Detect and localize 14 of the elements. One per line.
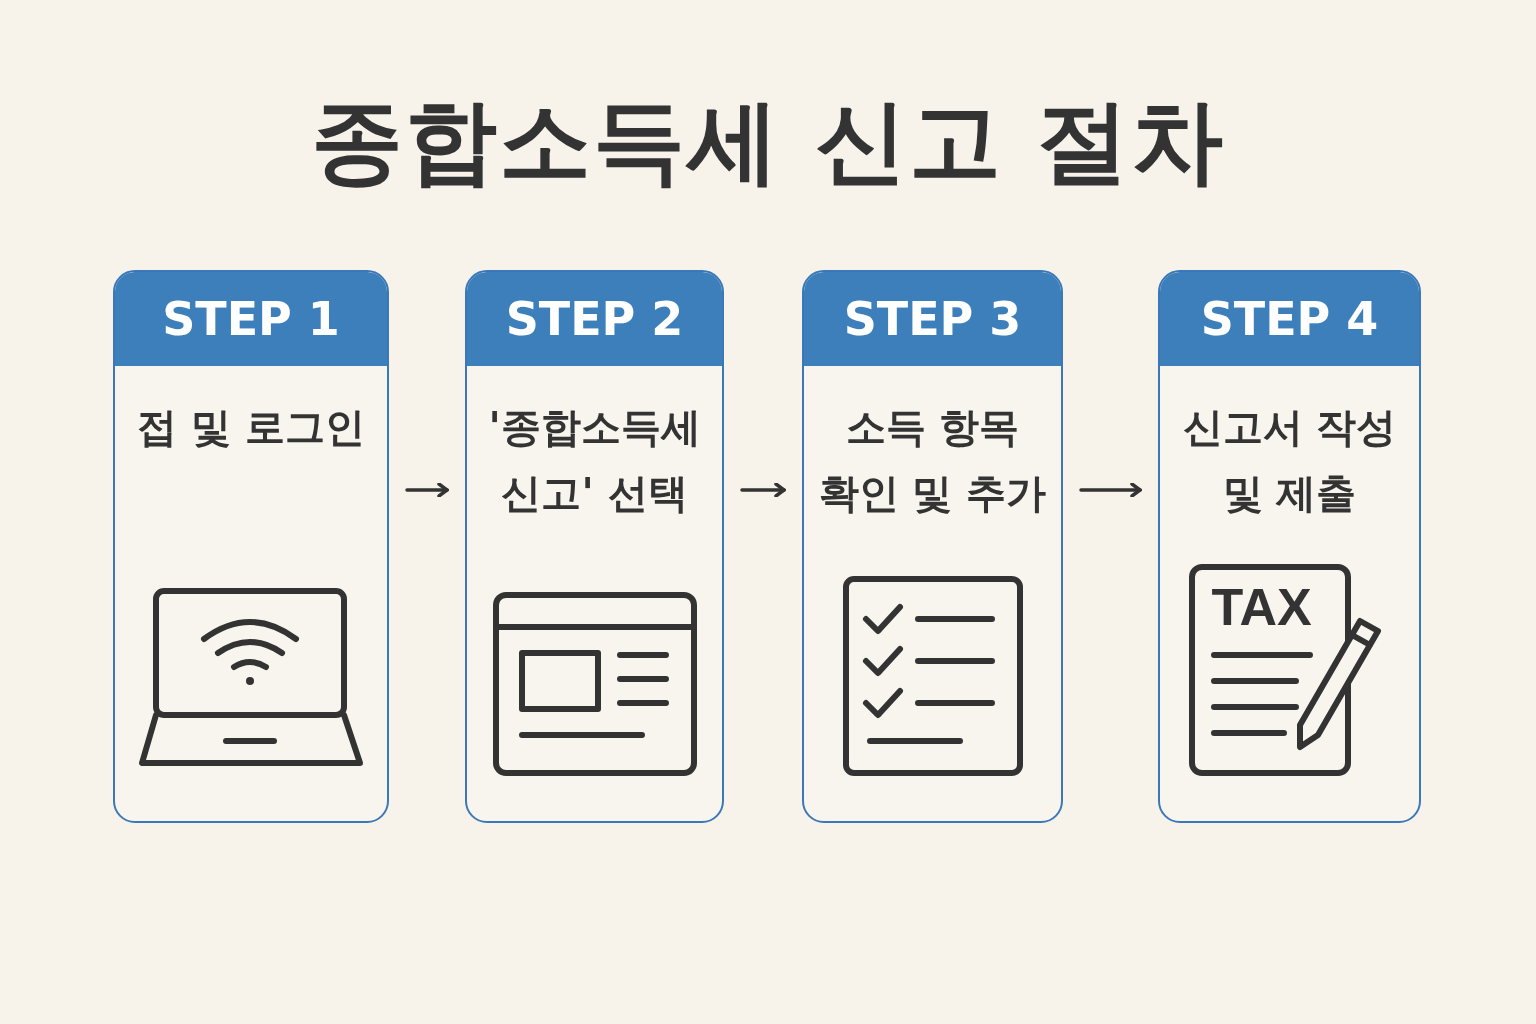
step-description: 소득 항목 확인 및 추가 (817, 403, 1048, 518)
step-card (113, 270, 389, 823)
step-description: '종합소득세 신고' 선택 (487, 403, 702, 518)
tax-label: TAX (1211, 577, 1312, 637)
step-description: 신고서 작성 및 제출 (1181, 403, 1398, 518)
step-card (1158, 270, 1421, 823)
title: 종합소득세 신고 절차 (310, 87, 1226, 197)
step-card (465, 270, 724, 823)
step-card (802, 270, 1063, 823)
step-header: STEP 1 (115, 272, 387, 366)
step-description: 접 및 로그인 (136, 403, 366, 452)
step-header: STEP 4 (1160, 272, 1419, 366)
step-header: STEP 2 (467, 272, 722, 366)
step-header: STEP 3 (804, 272, 1061, 366)
